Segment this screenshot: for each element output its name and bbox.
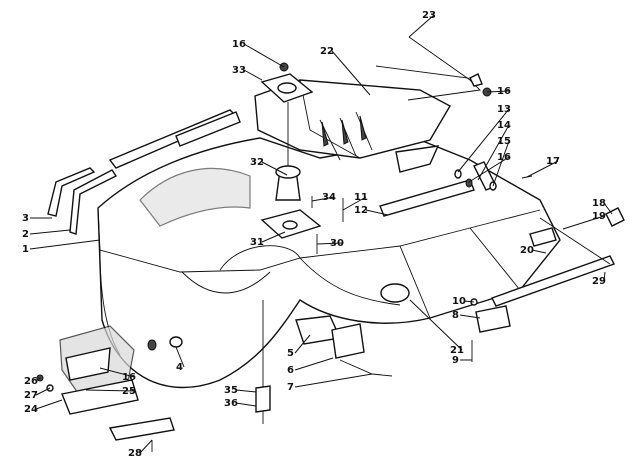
callout-c13: 13 [497,104,511,115]
callout-c16c: 16 [497,152,511,163]
callout-c19: 19 [592,211,606,222]
callout-c17: 17 [546,156,560,167]
leader-line-c18 [603,202,613,215]
leader-line-c19 [562,215,605,230]
callout-c35: 35 [224,385,238,396]
latch-assembly [295,315,393,377]
callout-c28: 28 [128,448,142,459]
leader-line-c5 [294,334,311,354]
callout-c24: 24 [24,404,38,415]
callout-c7: 7 [287,382,294,393]
callout-c16a: 16 [232,39,246,50]
callout-c10: 10 [452,296,466,307]
callout-c22: 22 [320,46,334,57]
leader-line-c12 [365,209,389,216]
leader-line-c28 [139,439,153,454]
leader-line-c24 [35,399,63,410]
callout-c14: 14 [497,120,511,131]
leader-line-c13 [457,108,510,173]
leader-line-c33 [243,69,263,81]
leader-line-c7 [294,373,373,388]
leader-line-c11 [342,196,367,211]
leader-line-c34 [311,196,335,202]
lower-rail [491,217,615,307]
callout-c31: 31 [250,237,264,248]
callout-c25: 25 [122,386,136,397]
leader-line-c35 [235,389,257,393]
mount-plate [260,62,314,103]
leader-line-c29 [603,271,606,282]
leader-line-c36 [235,402,257,407]
callout-c8: 8 [452,310,459,321]
callout-c6: 6 [287,365,294,376]
callout-c34: 34 [322,192,336,203]
leader-line-c14 [477,124,510,181]
leader-line-c20 [531,249,547,254]
callout-c16b: 16 [497,86,511,97]
callout-c2: 2 [22,229,29,240]
leader-line-c8 [459,314,481,319]
fastener-pair [255,300,271,424]
hardware-stack [454,161,533,191]
console-panel [254,79,451,161]
callout-c27: 27 [24,390,38,401]
callout-c11: 11 [354,192,368,203]
leader-line-c10 [463,300,475,303]
callout-c15: 15 [497,136,511,147]
leader-line-c2 [29,229,71,235]
callout-labels: 1234567891011121314151616161617181920212… [22,10,606,459]
callout-c29: 29 [592,276,606,287]
leader-line-c23 [408,14,435,38]
callout-c3: 3 [22,213,29,224]
callout-c23: 23 [422,10,436,21]
trim-strip [108,109,241,169]
callout-c18: 18 [592,198,606,209]
side-handle [47,167,118,235]
callout-c21: 21 [450,345,464,356]
leader-line-c27 [35,387,51,396]
leader-line-c16b [486,90,510,93]
leader-line-c16d [99,367,135,378]
callout-c16d: 16 [122,372,136,383]
callout-c1: 1 [22,244,29,255]
cable-assembly [375,36,492,101]
callout-c5: 5 [287,348,294,359]
bracket-plate [260,209,322,239]
callout-c32: 32 [250,157,264,168]
leader-line-c6 [294,357,334,371]
leader-line-c22 [331,50,371,96]
callout-c33: 33 [232,65,246,76]
callout-c4: 4 [176,362,183,373]
side-rail [379,145,475,217]
callout-c9: 9 [452,355,459,366]
leader-line-c1 [29,239,101,250]
leader-line-c26 [35,377,41,382]
leader-line-c16a [243,43,285,68]
callout-c30: 30 [330,238,344,249]
leader-line-c32 [261,161,288,176]
callout-c12: 12 [354,205,368,216]
leader-line-c25 [85,389,135,392]
bumper-bracket [36,325,175,452]
leader-lines [29,14,613,454]
callout-c36: 36 [224,398,238,409]
leader-line-c16c [468,156,510,183]
leader-line-c31 [261,231,286,243]
lock-assembly [470,298,511,362]
belly-pan-body [97,137,561,389]
leader-line-c30 [316,242,343,245]
leader-line-c17 [526,160,559,178]
leader-line-c4 [175,346,185,368]
callout-c20: 20 [520,245,534,256]
pedestal [275,102,301,201]
callout-c26: 26 [24,376,38,387]
leader-line-c15 [492,140,510,187]
leader-line-c21 [409,299,463,351]
